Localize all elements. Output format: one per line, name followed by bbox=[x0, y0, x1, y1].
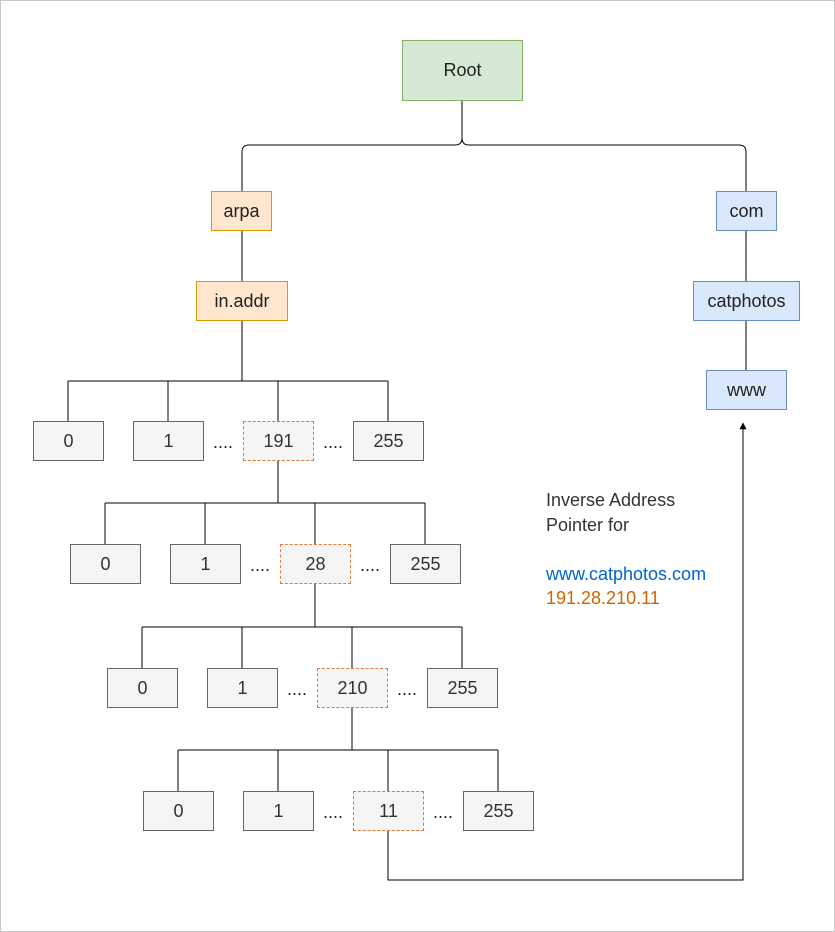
root-node: Root bbox=[402, 40, 523, 101]
pointer-annotation: Inverse Address Pointer for www.catphoto… bbox=[546, 488, 706, 611]
octet-node: 0 bbox=[33, 421, 104, 461]
octet-node: 1 bbox=[133, 421, 204, 461]
octet-node: 0 bbox=[70, 544, 141, 584]
catphotos-node: catphotos bbox=[693, 281, 800, 321]
annotation-line-1: Inverse Address bbox=[546, 490, 676, 510]
ellipsis-label: .... bbox=[360, 555, 381, 575]
octet-node: 0 bbox=[143, 791, 214, 831]
annotation-url: www.catphotos.com bbox=[546, 563, 707, 584]
root-to-com-edge bbox=[461, 137, 747, 191]
ellipsis-label: .... bbox=[433, 802, 454, 822]
octet-node: 1 bbox=[170, 544, 241, 584]
ellipsis-label: .... bbox=[250, 555, 271, 575]
octet-node: 1 bbox=[243, 791, 314, 831]
annotation-spacer bbox=[546, 537, 706, 562]
annotation-ip: 191.28.210.11 bbox=[546, 588, 660, 608]
ellipsis-label: .... bbox=[397, 679, 418, 699]
octet-node: 255 bbox=[427, 668, 498, 708]
annotation-line-2: Pointer for bbox=[546, 514, 630, 535]
octet-node: 255 bbox=[353, 421, 424, 461]
octet-node: 0 bbox=[107, 668, 178, 708]
ellipsis-label: .... bbox=[213, 432, 234, 452]
ellipsis-label: .... bbox=[323, 802, 344, 822]
selected-octet-node: 191 bbox=[243, 421, 314, 461]
ellipsis-label: .... bbox=[323, 432, 344, 452]
octet-node: 255 bbox=[463, 791, 534, 831]
com-node: com bbox=[716, 191, 777, 231]
octet-node: 255 bbox=[390, 544, 461, 584]
pointer-arrow bbox=[387, 422, 747, 881]
in-addr-node: in.addr bbox=[196, 281, 288, 321]
arpa-node: arpa bbox=[211, 191, 272, 231]
selected-octet-node: 28 bbox=[280, 544, 351, 584]
octet-node: 1 bbox=[207, 668, 278, 708]
www-node: www bbox=[706, 370, 787, 410]
ellipsis-label: .... bbox=[287, 679, 308, 699]
root-to-arpa-edge bbox=[241, 100, 463, 191]
selected-octet-node: 210 bbox=[317, 668, 388, 708]
selected-octet-node: 11 bbox=[353, 791, 424, 831]
